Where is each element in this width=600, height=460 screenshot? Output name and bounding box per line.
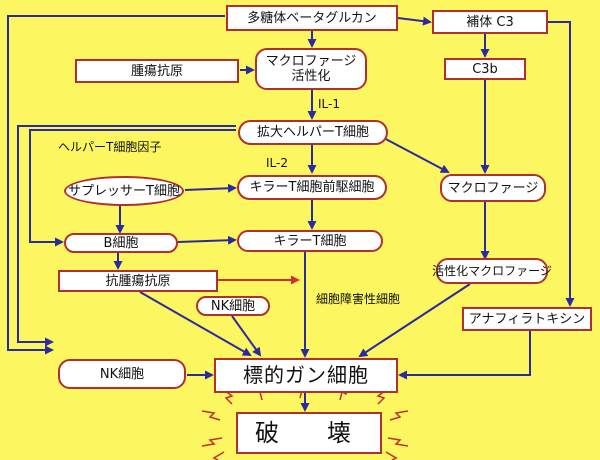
arrow-glucan-to-nk-left [7,15,225,355]
node-beta-glucan: 多糖体ベータグルカン [226,5,398,31]
arrow-antigen-to-target [139,291,252,356]
node-anaphylatoxin: アナフィラトキシン [462,307,592,331]
arrow-nksmall-to-target [231,315,262,357]
node-destruction: 破 壊 [236,412,382,454]
node-killer-t-precursor: キラーT細胞前駆細胞 [237,175,387,200]
arrow-helper-to-macrophage [379,135,450,173]
node-killer-t: キラーT細胞 [237,230,383,252]
node-nk-cell: NK細胞 [58,359,186,389]
arrow-c3-to-anaphylatoxin [548,21,575,307]
node-target-cancer-cell: 標的ガン細胞 [214,358,398,393]
arrow-anaphylatoxin-to-target [398,330,531,380]
arrow-activated-to-target [358,283,471,358]
node-tumor-antigen: 腫瘍抗原 [75,59,239,83]
node-macrophage-activation: マクロファージ 活性化 [255,48,367,90]
node-suppressor-t: サプレッサーT細胞 [64,176,184,206]
node-macrophage: マクロファージ [440,174,546,202]
node-c3b: C3b [444,58,526,80]
arrow-glucan-to-c3 [397,16,432,26]
label-il2: IL-2 [266,156,288,170]
node-b-cell: B細胞 [64,233,178,253]
node-expanded-helper-t: 拡大ヘルパーT細胞 [238,120,388,145]
arrow-helper-to-bcell [29,129,236,247]
node-anti-tumor-antigen: 抗腫瘍抗原 [58,270,218,292]
arrow-suppressor-to-precursor [184,183,237,193]
label-il1: IL-1 [318,97,340,111]
label-helper-t-factor: ヘルパーT細胞因子 [58,140,162,154]
node-activated-macrophage: 活性化マクロファージ [432,258,552,284]
label-cytotoxic-factor: 細胞障害性細胞 [316,292,401,306]
node-nk-cell-small: NK細胞 [196,296,270,316]
arrow-bcell-to-killer [177,235,237,245]
arrow-helper-to-nk [17,125,236,347]
node-complement-c3: 補体 C3 [432,10,548,34]
